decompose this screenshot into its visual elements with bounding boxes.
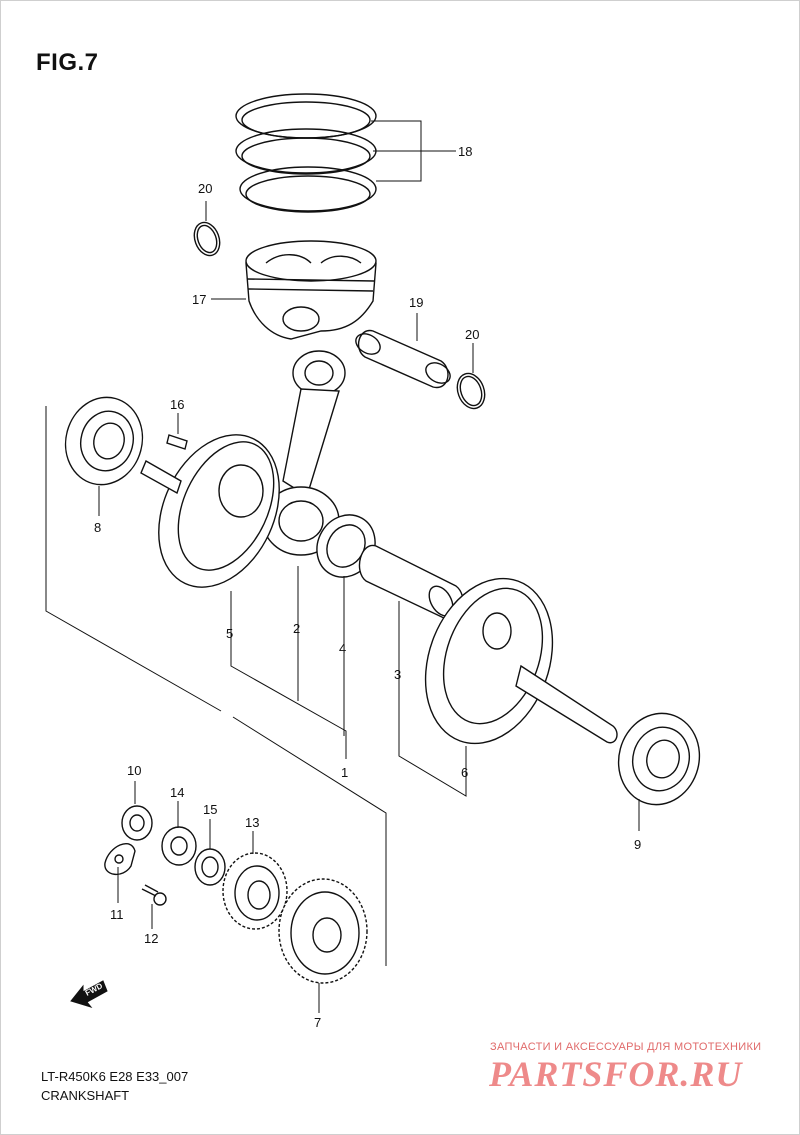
piston-pin-circlip-lower [456,372,486,410]
callout-2: 2 [293,621,300,636]
retainer-plate [104,843,136,875]
callout-14: 14 [170,785,184,800]
bushing [121,805,153,841]
retainer-screw [141,884,167,906]
piston-pin-circlip-upper [193,221,221,257]
callout-9: 9 [634,837,641,852]
callout-17: 17 [192,292,206,307]
callout-15: 15 [203,802,217,817]
callout-20-lower: 20 [465,327,479,342]
leader-lines [45,120,640,1013]
callout-5: 5 [226,626,233,641]
piston-rings [235,93,377,213]
woodruff-key [166,434,188,450]
piston-pin [355,329,451,389]
nut [161,826,197,866]
callout-3: 3 [394,667,401,682]
assembly-name: CRANKSHAFT [41,1088,130,1103]
crankshaft-left-web [140,434,280,588]
callout-4: 4 [339,641,346,656]
callout-11: 11 [110,907,124,922]
callout-10: 10 [127,763,141,778]
callout-16: 16 [170,397,184,412]
callout-20-upper: 20 [198,181,212,196]
crank-pin [358,544,464,620]
watermark-tagline: ЗАПЧАСТИ И АКСЕССУАРЫ ДЛЯ МОТОТЕХНИКИ [490,1041,762,1053]
callout-19: 19 [409,295,423,310]
callout-7: 7 [314,1015,321,1030]
crankshaft-bearing-right [617,712,701,806]
callout-12: 12 [144,931,158,946]
callout-numbers: 1 2 3 4 5 6 7 8 9 10 11 12 13 14 15 16 1… [94,144,641,1030]
washer [194,848,226,886]
callout-13: 13 [245,815,259,830]
model-code: LT-R450K6 E28 E33_007 [41,1069,189,1084]
figure-title: FIG.7 [36,49,99,76]
forward-direction-arrow: FWD [70,980,108,1008]
watermark-logo: PARTSFOR.RU [489,1054,743,1094]
crankshaft-bearing-left [64,396,144,486]
balancer-drive-gear [278,878,368,984]
callout-6: 6 [461,765,468,780]
callout-1: 1 [341,765,348,780]
callout-18: 18 [458,144,472,159]
piston [245,240,377,340]
callout-8: 8 [94,520,101,535]
primary-drive-gear [222,852,288,930]
crankshaft-right-web [424,577,618,745]
